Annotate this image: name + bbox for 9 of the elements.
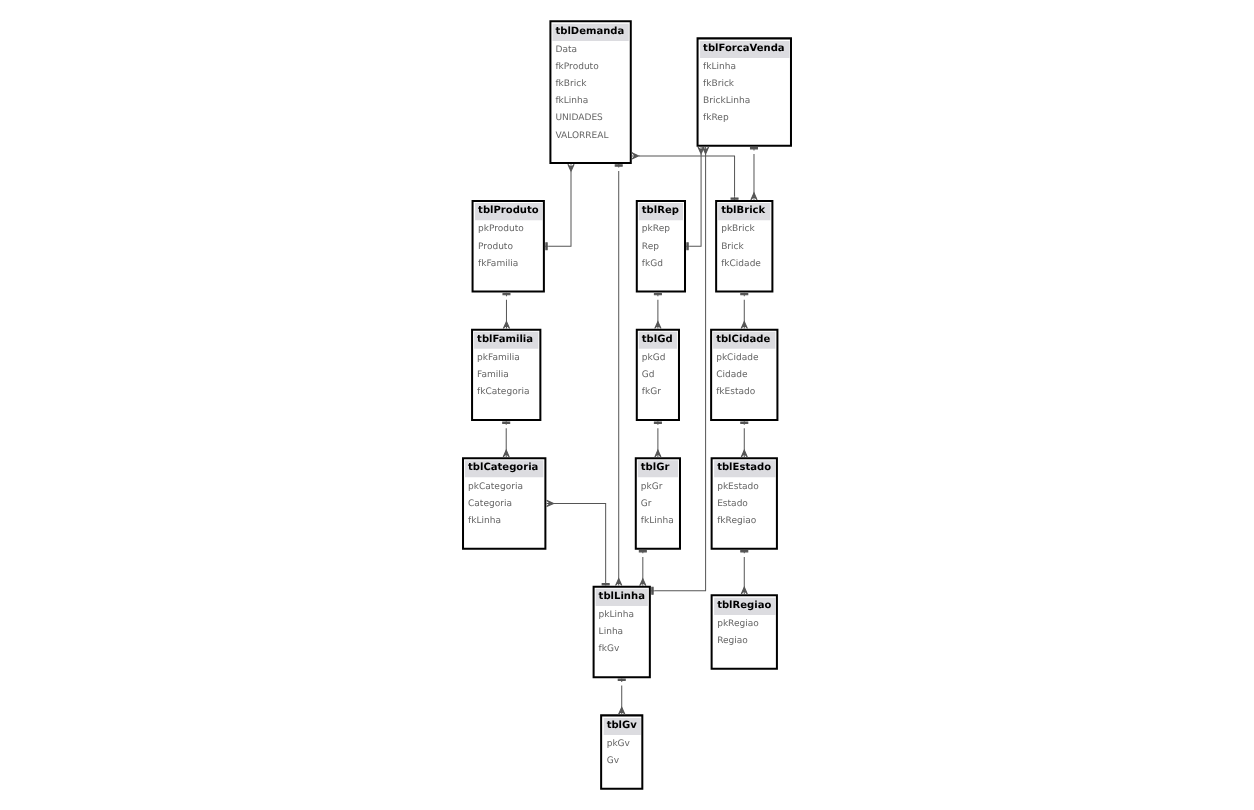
connector bbox=[685, 146, 705, 251]
connector bbox=[653, 420, 662, 458]
connector bbox=[544, 163, 575, 251]
connector bbox=[546, 499, 610, 587]
connector bbox=[614, 163, 623, 586]
connector bbox=[502, 420, 511, 458]
connector bbox=[749, 146, 758, 201]
connector bbox=[740, 420, 749, 458]
connector bbox=[617, 677, 626, 715]
